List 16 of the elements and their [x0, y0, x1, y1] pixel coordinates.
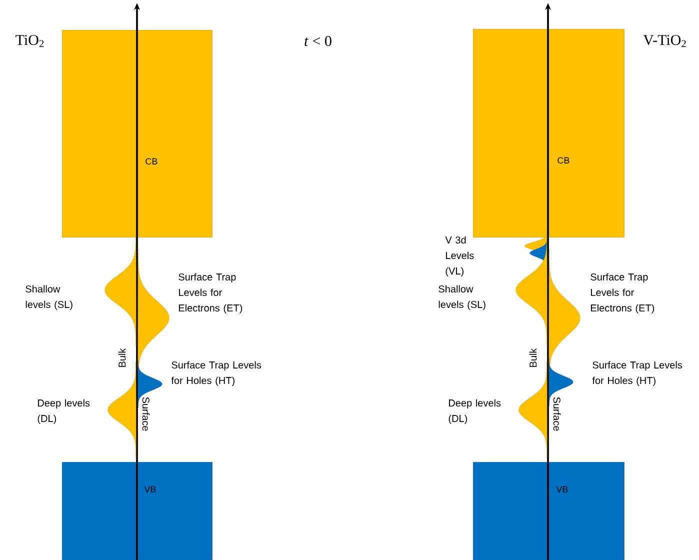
region-label: Bulk: [529, 348, 537, 367]
level-label: Surface Trap Levels for Holes (HT): [592, 361, 682, 386]
level-label: Surface Trap Levels for Electrons (ET): [590, 273, 654, 314]
level-label: Shallow levels (SL): [26, 285, 72, 310]
level-label: Shallow levels (SL): [438, 285, 486, 310]
region-label: Surface: [553, 397, 561, 431]
band-box: CB: [62, 30, 212, 238]
panel-title: t < 0: [304, 36, 332, 46]
band-box: CB: [473, 29, 624, 238]
level-label: Surface Trap Levels for Holes (HT): [171, 361, 262, 386]
level-label: Surface Trap Levels for Electrons (ET): [178, 273, 242, 314]
band-box: VB: [473, 462, 624, 560]
band-box: VB: [62, 462, 212, 560]
region-label: Bulk: [118, 348, 126, 367]
level-label: V 3d Levels (VL): [445, 236, 474, 277]
region-label: Surface: [142, 397, 150, 431]
